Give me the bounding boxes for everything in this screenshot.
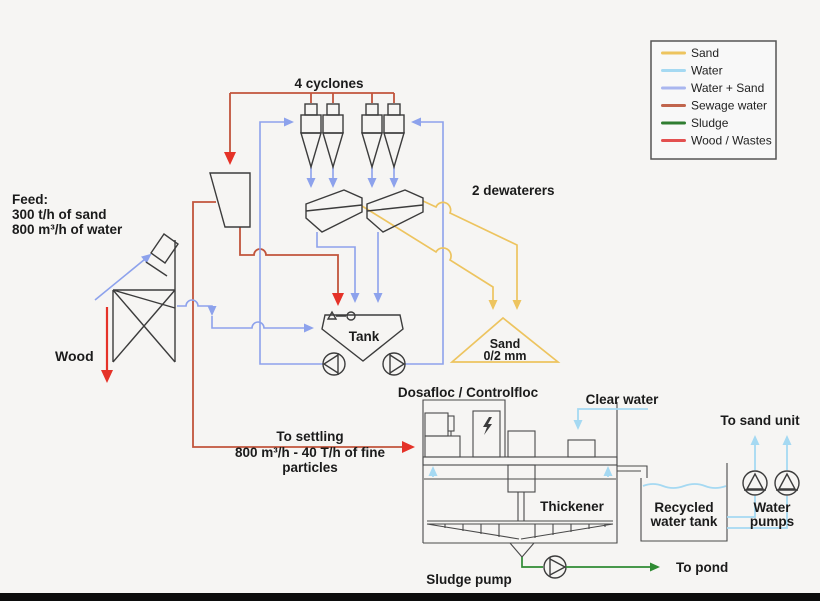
feed-chute (150, 233, 179, 264)
label-sand-pile-1: Sand (490, 337, 521, 351)
tank-pump-left (322, 352, 346, 376)
legend-swatch-water (661, 69, 686, 72)
to-settling-line (192, 201, 415, 453)
label-feed-1: Feed: (12, 192, 48, 207)
dewaterer-2 (366, 189, 424, 233)
clear-water-annotation-arrow (573, 408, 648, 430)
label-dosafloc: Dosafloc / Controlfloc (398, 385, 539, 400)
rake-tines (444, 524, 606, 538)
thickener-discharge-cone (509, 542, 535, 558)
dosing-unit-box-b (424, 435, 461, 458)
label-to-settling-2: 800 m³/h - 40 T/h of fine (235, 445, 386, 460)
power-unit-box (472, 410, 501, 458)
label-recycled-1: Recycled (654, 500, 713, 515)
feed-arrow (94, 253, 152, 301)
rake-arms (426, 520, 614, 540)
sewage-water-lines (192, 92, 415, 453)
thickener-assembly (422, 399, 648, 558)
label-water-pumps-1: Water (753, 500, 791, 515)
label-2-dewaterers: 2 dewaterers (472, 183, 555, 198)
right-pump-to-cyclone4 (405, 117, 444, 365)
label-recycled-2: water tank (650, 514, 718, 529)
pump1-suction (727, 496, 756, 518)
label-feed-3: 800 m³/h of water (12, 222, 123, 237)
label-thickener: Thickener (540, 499, 605, 514)
cyclone-1 (300, 103, 322, 170)
legend-swatch-water-sand (661, 86, 686, 90)
feed-screen (101, 233, 179, 383)
bottom-bar (0, 593, 820, 601)
legend-label-water-sand: Water + Sand (691, 81, 764, 95)
label-4-cyclones: 4 cyclones (294, 76, 363, 91)
tank-assembly (321, 310, 406, 376)
sludge-pump (543, 555, 567, 579)
sludge-pipe-1 (521, 557, 543, 568)
cyclone-3 (361, 103, 383, 170)
label-clear-water: Clear water (586, 392, 660, 407)
legend-swatch-sewage (661, 104, 686, 107)
cyclone-4 (383, 103, 405, 170)
water-pump-1 (742, 470, 768, 496)
label-to-settling-3: particles (282, 460, 338, 475)
label-sludge-pump: Sludge pump (426, 572, 512, 587)
label-to-settling-1: To settling (276, 429, 343, 444)
overflow-pipe (617, 465, 648, 478)
legend-swatch-wood (661, 139, 686, 142)
left-pump-to-cyclone1 (259, 117, 323, 365)
clear-water-outlet-box (567, 439, 596, 458)
legend-label-wood: Wood / Wastes (691, 134, 772, 148)
dewaterer2-sand-line (422, 200, 522, 310)
legend-label-water: Water (691, 64, 723, 78)
dosing-rod (447, 415, 455, 432)
lightning-icon (483, 417, 492, 435)
dosing-unit-box-a (424, 412, 449, 437)
water-pump-2 (774, 470, 800, 496)
pump2-suction (727, 496, 788, 529)
tank-walls (640, 463, 728, 542)
dewaterer1-drain (316, 232, 360, 303)
distributor-to-tank-line (239, 227, 344, 306)
screen-underflow-2 (211, 316, 314, 333)
thickener-shaft (517, 492, 525, 521)
water-pumps (727, 435, 800, 529)
water-surface (642, 483, 727, 489)
recycled-water-tank (640, 463, 728, 542)
label-wood: Wood (55, 348, 94, 364)
label-to-sand-unit: To sand unit (720, 413, 800, 428)
screen-underflow-1 (177, 299, 217, 316)
text-labels: 4 cyclones 2 dewaterers Feed: 300 t/h of… (12, 76, 800, 587)
tank-pump-right (382, 352, 406, 376)
legend-label-sludge: Sludge (691, 116, 729, 130)
thickener-right-wall-and-floor (423, 402, 618, 544)
thickener-left-wall-and-dosing-box (422, 399, 506, 543)
dewaterers (305, 189, 424, 233)
tank-body (321, 314, 404, 362)
label-tank: Tank (349, 329, 380, 344)
dewaterer-1 (305, 189, 363, 233)
chute-support (145, 261, 168, 277)
legend: Sand Water Water + Sand Sewage water Slu… (650, 40, 777, 160)
dewaterer1-sand-line (361, 205, 498, 310)
sand-lines (361, 200, 561, 363)
drive-top-box (507, 430, 536, 458)
cyclone-2 (322, 103, 344, 170)
tank-level-indicator (326, 310, 346, 320)
cyclones (300, 103, 405, 170)
legend-label-sewage: Sewage water (691, 99, 767, 113)
legend-swatch-sand (661, 51, 686, 55)
legend-label-sand: Sand (691, 46, 719, 60)
sludge-line (521, 555, 660, 579)
label-to-pond: To pond (676, 560, 728, 575)
label-water-pumps-2: pumps (750, 514, 794, 529)
sand-pile (449, 316, 561, 363)
distributor-box (209, 172, 251, 228)
label-feed-2: 300 t/h of sand (12, 207, 107, 222)
screen-frame (112, 289, 176, 363)
water-sand-lines (94, 117, 444, 365)
tank-level-float (346, 311, 356, 321)
legend-swatch-sludge (661, 121, 686, 125)
launder-beam (422, 456, 618, 466)
label-sand-pile-2: 0/2 mm (483, 349, 526, 363)
